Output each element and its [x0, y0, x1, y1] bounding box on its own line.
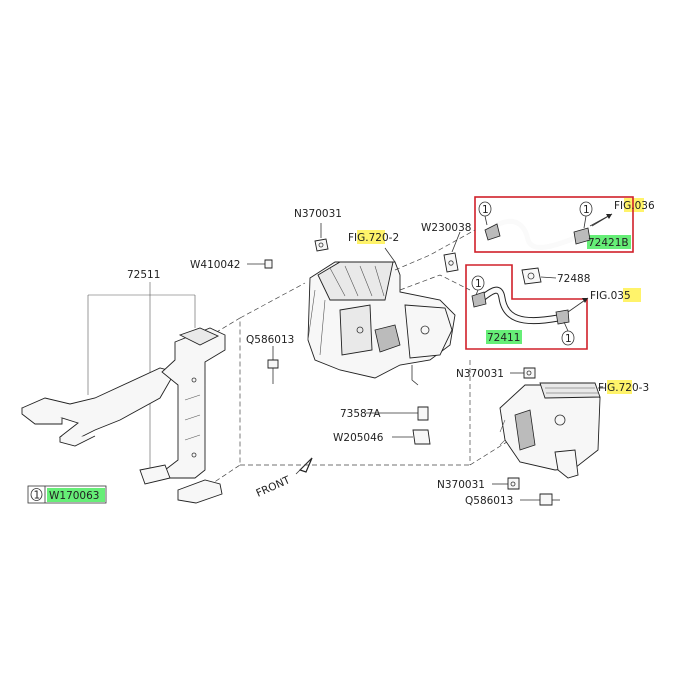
- hose-72411: [471, 286, 589, 325]
- label-w205046: W205046: [333, 432, 384, 444]
- legend-number: 1: [34, 490, 41, 502]
- heater-unit: [307, 261, 456, 386]
- arrow-icon: [582, 298, 588, 303]
- label-72421b: 72421B: [588, 237, 629, 249]
- callout-number: 1: [482, 204, 489, 216]
- label-front: FRONT: [254, 474, 292, 500]
- clip-w410042: [247, 259, 273, 269]
- highlight-fig-035: [623, 288, 641, 302]
- red-box-72421b: [474, 196, 634, 253]
- leader-fig-720-2: [384, 247, 396, 263]
- callout-number: 1: [565, 333, 572, 345]
- highlight-fig-720-3: [607, 380, 632, 394]
- label-q586013-left: Q586013: [246, 334, 294, 346]
- callout-circle: 1: [561, 321, 575, 346]
- label-fig-035: FIG.035: [590, 290, 631, 302]
- legend-circle: [30, 488, 43, 501]
- label-fig-720-3: FIG.720-3: [598, 382, 649, 394]
- legend-box: [27, 485, 107, 504]
- label-w230038: W230038: [421, 222, 471, 234]
- duct-72511: [21, 282, 226, 504]
- legend: 1 W170063: [27, 485, 107, 504]
- front-arrow: [295, 457, 313, 475]
- bolt-q586013-left: [267, 346, 279, 384]
- label-fig-720-2: FIG.720-2: [348, 232, 399, 244]
- label-n370031-bot: N370031: [437, 479, 485, 491]
- label-73587a: 73587A: [340, 408, 381, 420]
- label-72488: 72488: [557, 273, 590, 285]
- highlight-72421b: [587, 235, 631, 249]
- hose-72421b: [484, 213, 613, 250]
- callout-circle: 1: [471, 275, 485, 296]
- highlight-legend-code: [47, 488, 105, 502]
- label-72511: 72511: [127, 269, 160, 281]
- blower-unit: [499, 382, 601, 479]
- route-line-upper: [394, 229, 476, 271]
- nut-n370031-top: [314, 223, 329, 252]
- route-line-lower: [399, 274, 471, 291]
- callout-circle: 1: [579, 201, 593, 229]
- label-w410042: W410042: [190, 259, 240, 271]
- highlight-72411: [486, 330, 522, 344]
- label-n370031-top: N370031: [294, 208, 342, 220]
- callout-number: 1: [475, 278, 482, 290]
- label-72411: 72411: [487, 332, 520, 344]
- highlight-fig-036: [624, 198, 644, 212]
- nut-n370031-bot: [492, 477, 520, 490]
- label-q586013-bot: Q586013: [465, 495, 513, 507]
- callout-number: 1: [583, 204, 590, 216]
- grommet-73587a: [366, 406, 429, 421]
- nut-n370031-mid: [510, 367, 536, 379]
- leader-fig-036: [589, 213, 613, 227]
- bolt-q586013-bot: [520, 493, 560, 506]
- label-fig-036: FIG.036: [614, 200, 655, 212]
- highlight-fig-720-2: [357, 230, 385, 244]
- bracket-w230038: [443, 231, 461, 273]
- callout-circle: 1: [478, 201, 492, 226]
- clamp-w205046: [392, 429, 431, 445]
- clip-72488: [521, 267, 557, 285]
- label-n370031-mid: N370031: [456, 368, 504, 380]
- legend-code: W170063: [49, 490, 99, 502]
